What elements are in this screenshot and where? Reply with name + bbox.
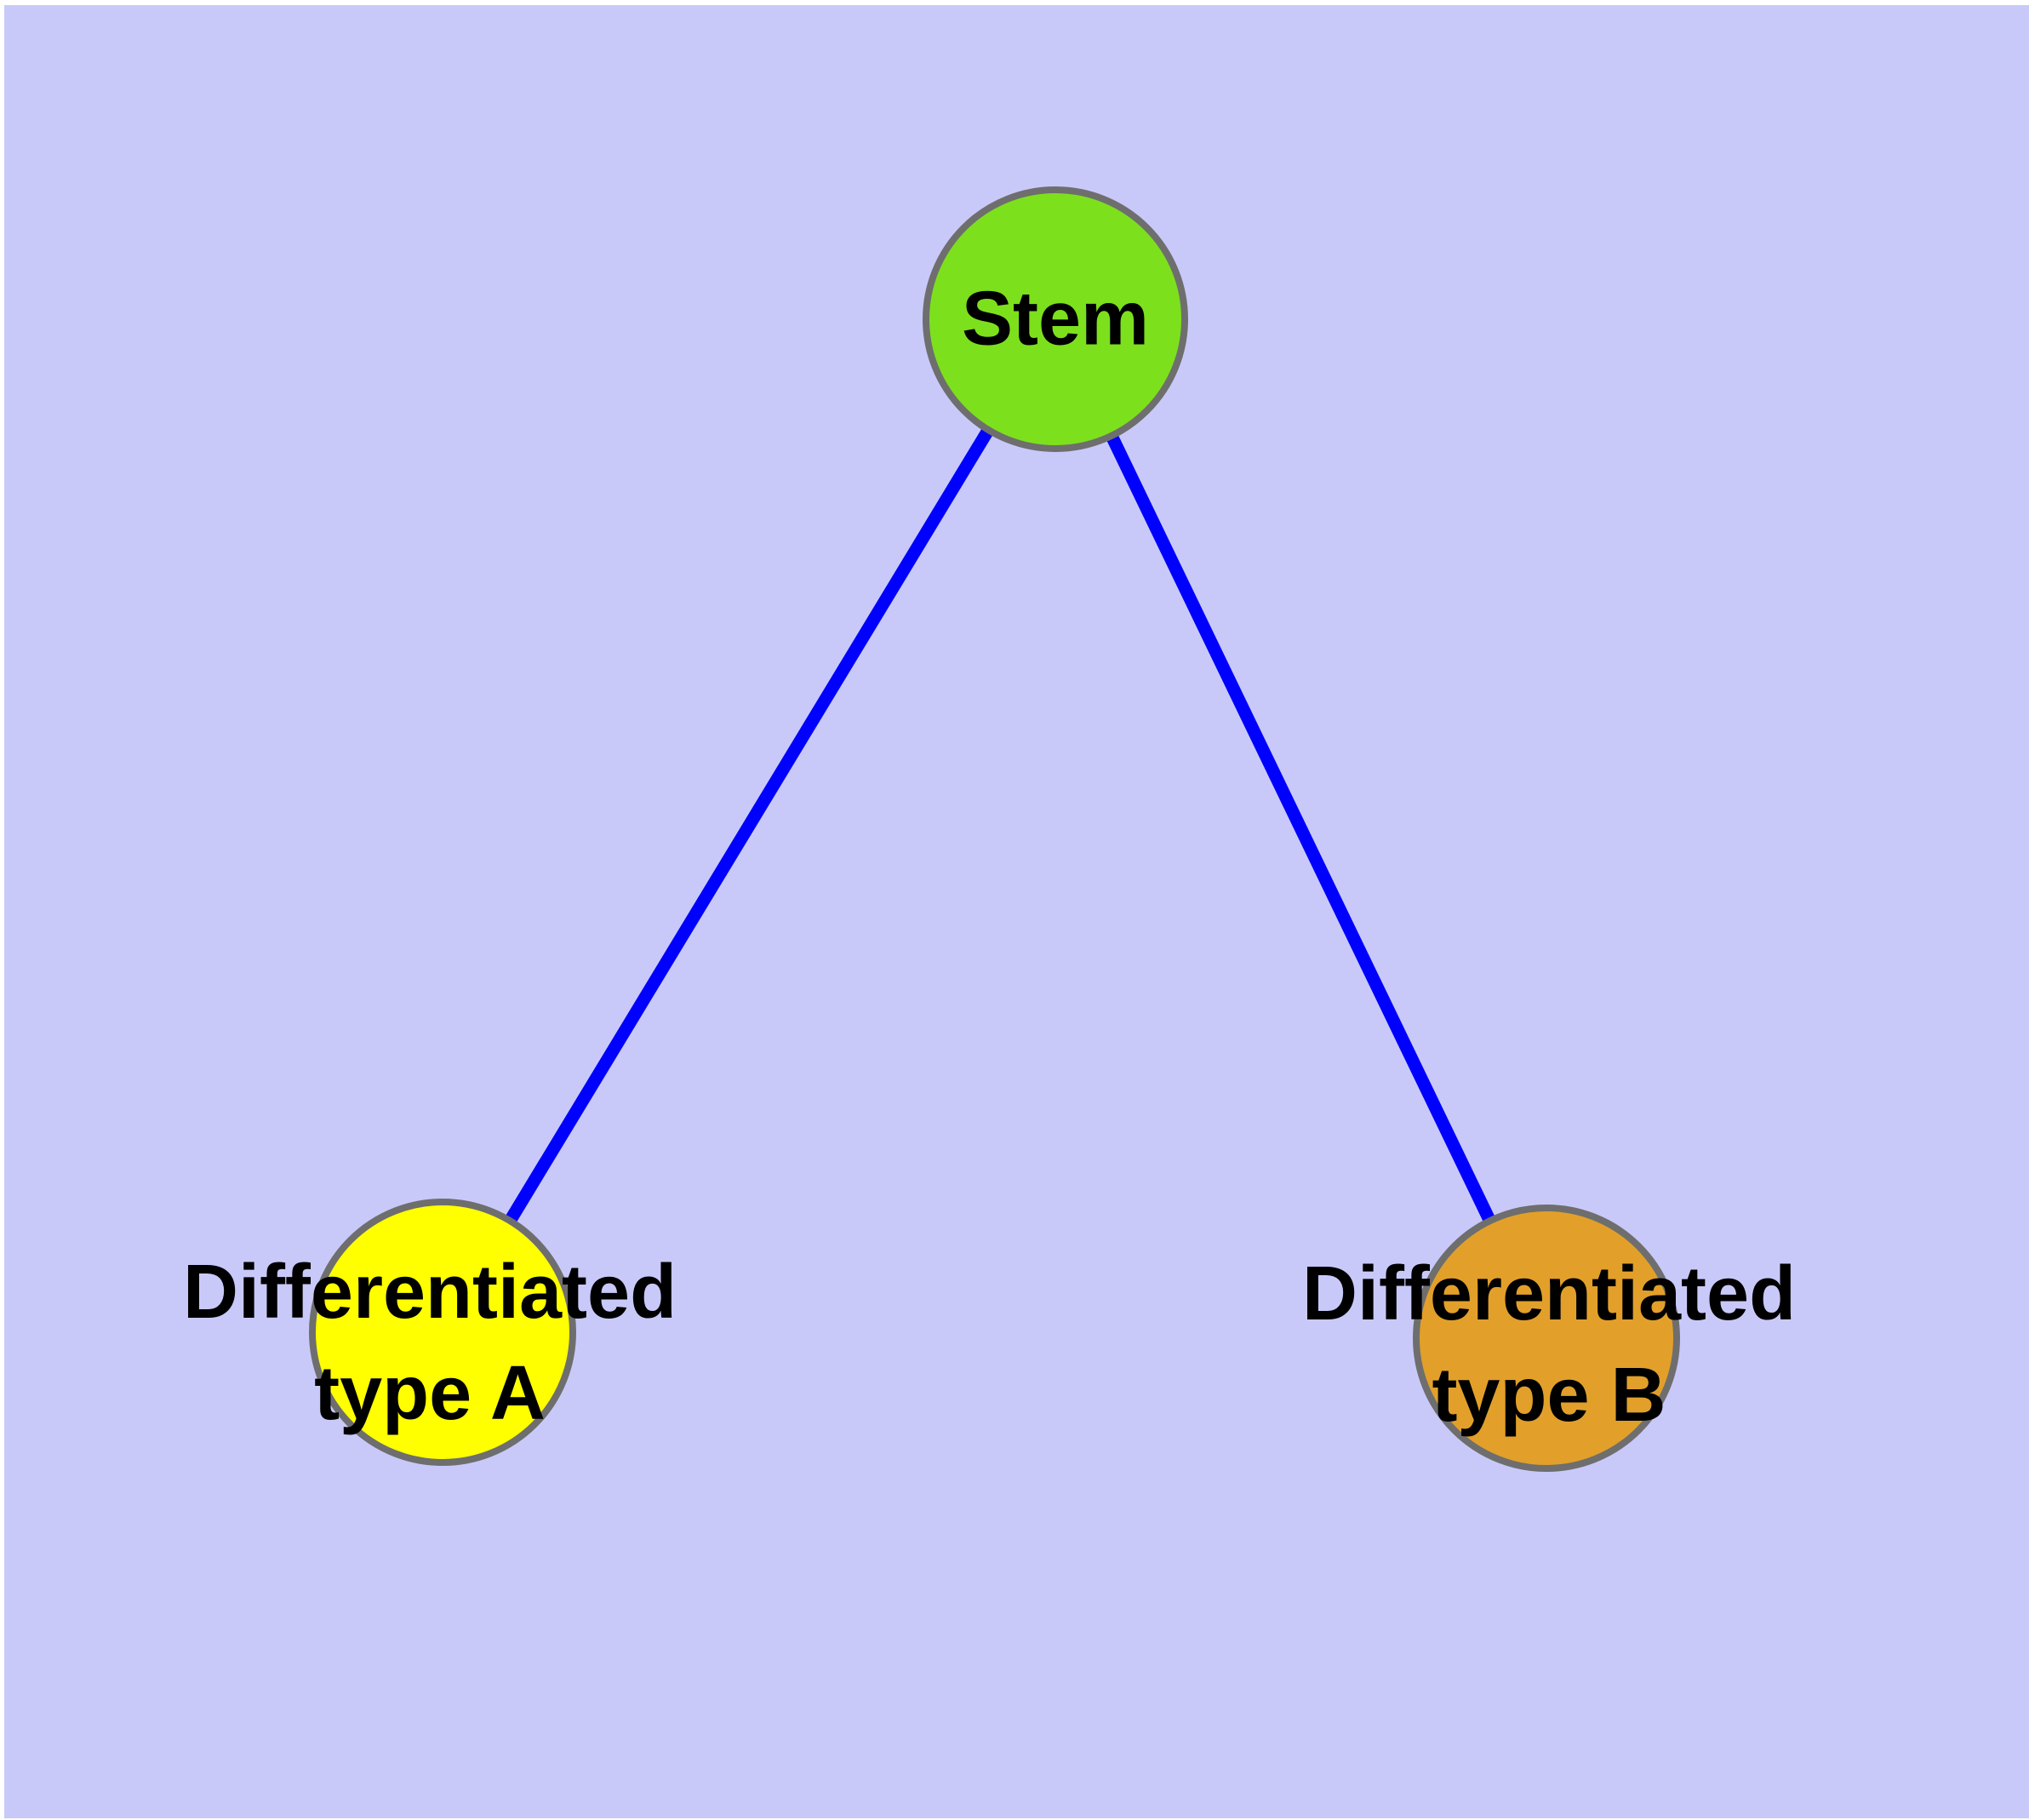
node-label-stem: Stem: [961, 276, 1150, 362]
node-type-b: [1413, 1205, 1680, 1472]
edge-stem-to-type-a: [437, 316, 1061, 1336]
node-label-type-b: Differentiated type B: [1301, 1251, 1797, 1438]
edge-stem-to-type-b: [1049, 316, 1552, 1342]
node-type-a: [309, 1199, 576, 1466]
node-stem: [923, 186, 1188, 452]
node-label-type-a: Differentiated type A: [182, 1250, 677, 1436]
